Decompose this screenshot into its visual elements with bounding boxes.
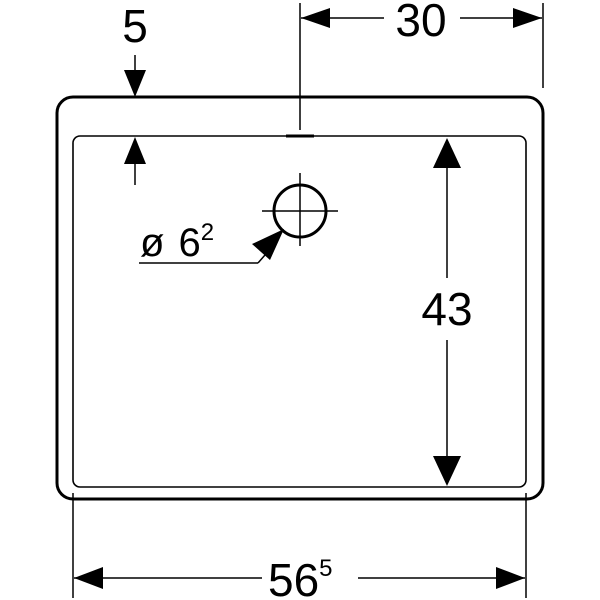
dimension-30: 30 bbox=[301, 0, 542, 46]
dimension-5-label: 5 bbox=[122, 0, 148, 52]
width-label: 565 bbox=[268, 554, 333, 600]
dimension-5: 5 bbox=[122, 0, 148, 185]
drain-hole bbox=[262, 173, 338, 246]
dimension-30-label: 30 bbox=[395, 0, 446, 46]
dimension-43-label: 43 bbox=[421, 283, 472, 335]
dimension-56-5: 565 bbox=[74, 554, 525, 600]
dimension-43: 43 bbox=[421, 138, 473, 486]
